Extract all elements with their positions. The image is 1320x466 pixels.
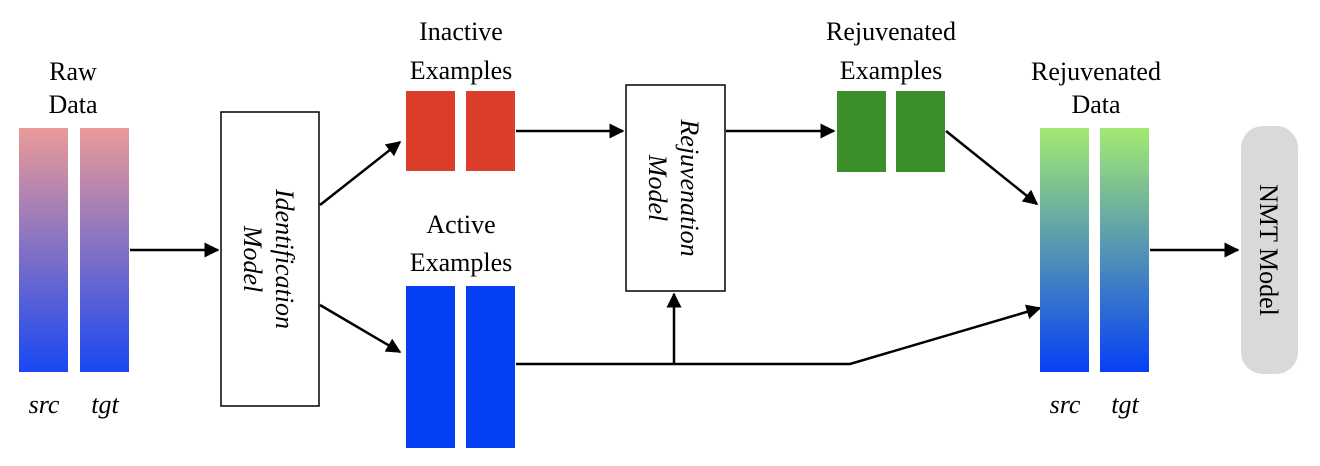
active-tgt-bar (466, 286, 515, 448)
arrow-identification-to-active (319, 303, 402, 354)
arrow-active-to-rejuvenated-data (516, 304, 1042, 366)
inactive-examples-title-line1: Inactive (419, 17, 503, 46)
raw-data-title-line2: Data (48, 90, 98, 119)
rejuvenation-model-label-line2: Model (643, 154, 672, 221)
rejuvenation-model-label-line1: Rejuvenation (675, 118, 704, 256)
arrow-rejuvenated-examples-to-data (945, 130, 1039, 205)
rejuvenated-data-title-line2: Data (1071, 90, 1121, 119)
inactive-examples-title-line2: Examples (410, 56, 513, 85)
raw-src-label: src (29, 390, 60, 419)
active-examples-title-line1: Active (426, 210, 495, 239)
rejuvenated-tgt-label: tgt (1111, 390, 1139, 419)
active-examples-group: Active Examples (406, 210, 515, 448)
active-examples-title-line2: Examples (410, 248, 513, 277)
rejuvenated-examples-title-line1: Rejuvenated (826, 17, 956, 46)
rejuvenated-data-title-line1: Rejuvenated (1031, 57, 1161, 86)
rejuvenated-tgt-bar (1100, 128, 1149, 372)
identification-model-box: Identification Model (220, 111, 320, 407)
rejuvenation-model-rect (625, 84, 726, 292)
rejuvenated-examples-src-bar (837, 91, 886, 172)
raw-tgt-bar (80, 128, 129, 372)
active-src-bar (406, 286, 455, 448)
identification-model-rect (220, 111, 320, 407)
nmt-model-box: NMT Model (1241, 126, 1298, 374)
rejuvenated-examples-tgt-bar (896, 91, 945, 172)
inactive-examples-group: Inactive Examples (406, 17, 515, 171)
arrow-identification-to-inactive (319, 141, 402, 206)
rejuvenated-data-group: Rejuvenated Data src tgt (1031, 57, 1161, 419)
raw-data-group: Raw Data src tgt (19, 57, 129, 419)
raw-data-title-line1: Raw (49, 57, 97, 86)
identification-model-label-line2: Model (238, 225, 267, 292)
raw-tgt-label: tgt (91, 390, 119, 419)
nmt-model-label: NMT Model (1254, 184, 1283, 316)
rejuvenated-src-label: src (1050, 390, 1081, 419)
rejuvenated-examples-group: Rejuvenated Examples (826, 17, 956, 172)
inactive-src-bar (406, 91, 455, 171)
rejuvenated-examples-title-line2: Examples (840, 56, 943, 85)
rejuvenated-src-bar (1040, 128, 1089, 372)
raw-src-bar (19, 128, 68, 372)
identification-model-label-line1: Identification (270, 188, 299, 329)
nmt-model-rect (1241, 126, 1298, 374)
rejuvenation-model-box: Rejuvenation Model (625, 84, 726, 292)
inactive-tgt-bar (466, 91, 515, 171)
